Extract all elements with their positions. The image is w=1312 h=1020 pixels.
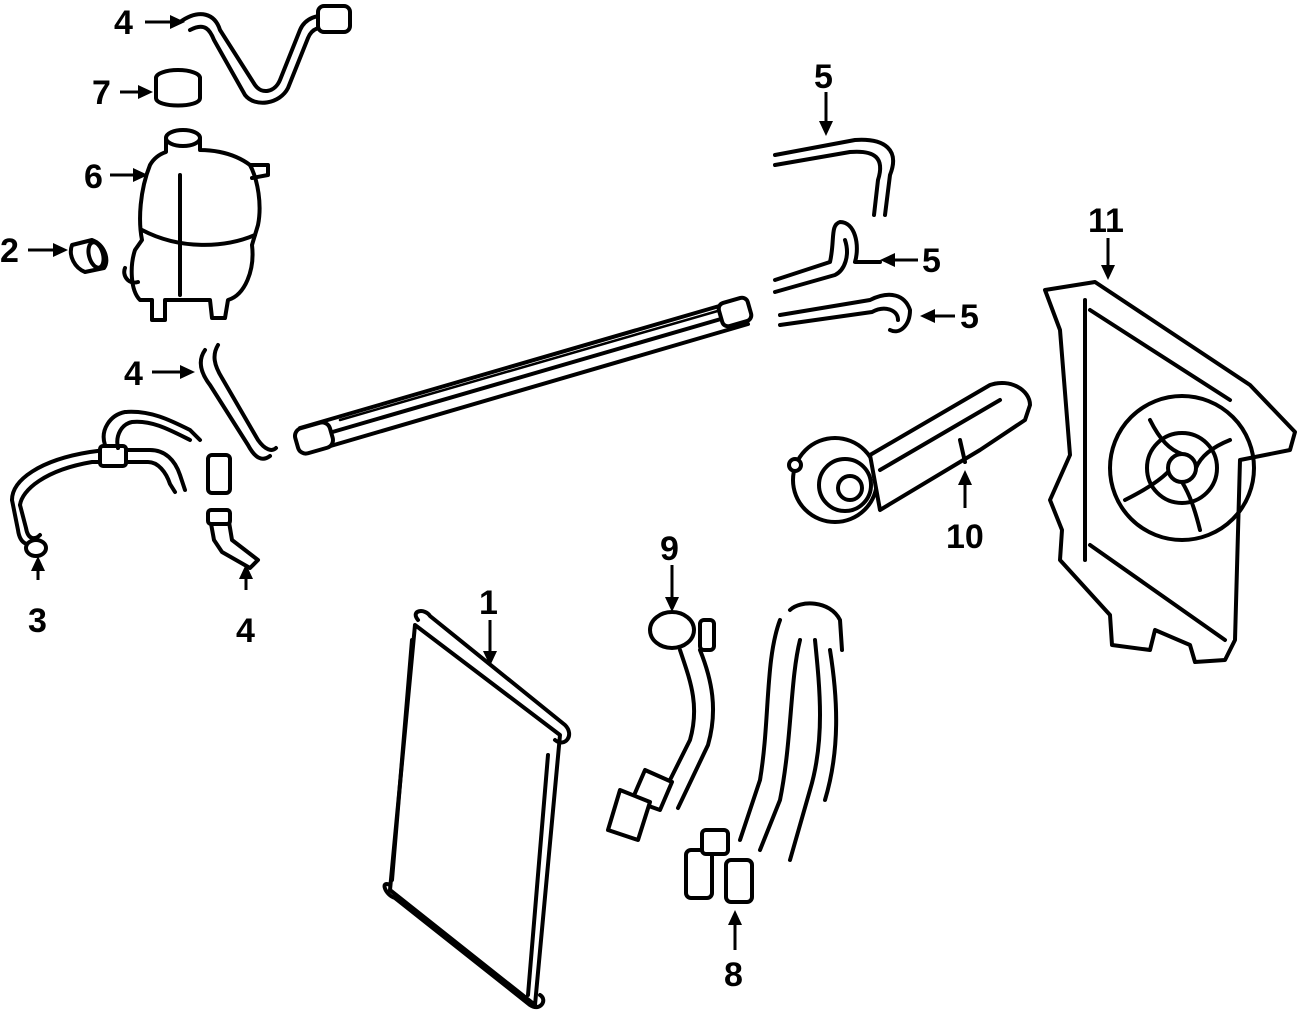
part-5-lines [773, 137, 912, 334]
part-7-cap [154, 68, 202, 108]
callout-2: 2 [0, 232, 19, 270]
part-4-connectors [206, 453, 260, 570]
part-8-lower-hoses [684, 601, 844, 904]
callout-11: 11 [1088, 202, 1124, 240]
callout-5-middle: 5 [922, 242, 941, 280]
callout-labels: 4 7 6 2 4 3 4 5 5 5 11 10 9 1 8 [0, 4, 1124, 994]
callout-5-top: 5 [814, 58, 833, 96]
callout-8: 8 [724, 956, 743, 994]
callout-6: 6 [84, 158, 103, 196]
part-9-thermostat-housing [606, 610, 716, 842]
callout-4-middle: 4 [124, 355, 143, 393]
part-3-hose-assembly [10, 409, 202, 558]
part-4-upper-hose [178, 4, 352, 105]
callout-1: 1 [479, 584, 498, 622]
part-6-coolant-reservoir [122, 128, 270, 322]
callout-4-lower: 4 [236, 612, 255, 650]
callout-10: 10 [946, 518, 984, 556]
callout-5-lower: 5 [960, 298, 979, 336]
callout-7: 7 [92, 74, 111, 112]
callout-3: 3 [28, 602, 47, 640]
cooler-lines [293, 295, 754, 456]
callout-arrows [28, 15, 1115, 950]
part-11-fan-shroud [1043, 280, 1297, 664]
part-2-fitting [68, 238, 109, 274]
callout-9: 9 [660, 530, 679, 568]
part-4-middle-hose [198, 343, 278, 461]
part-10-water-pump [787, 381, 1032, 524]
callout-4-top: 4 [114, 4, 133, 42]
part-1-radiator [382, 609, 572, 1010]
